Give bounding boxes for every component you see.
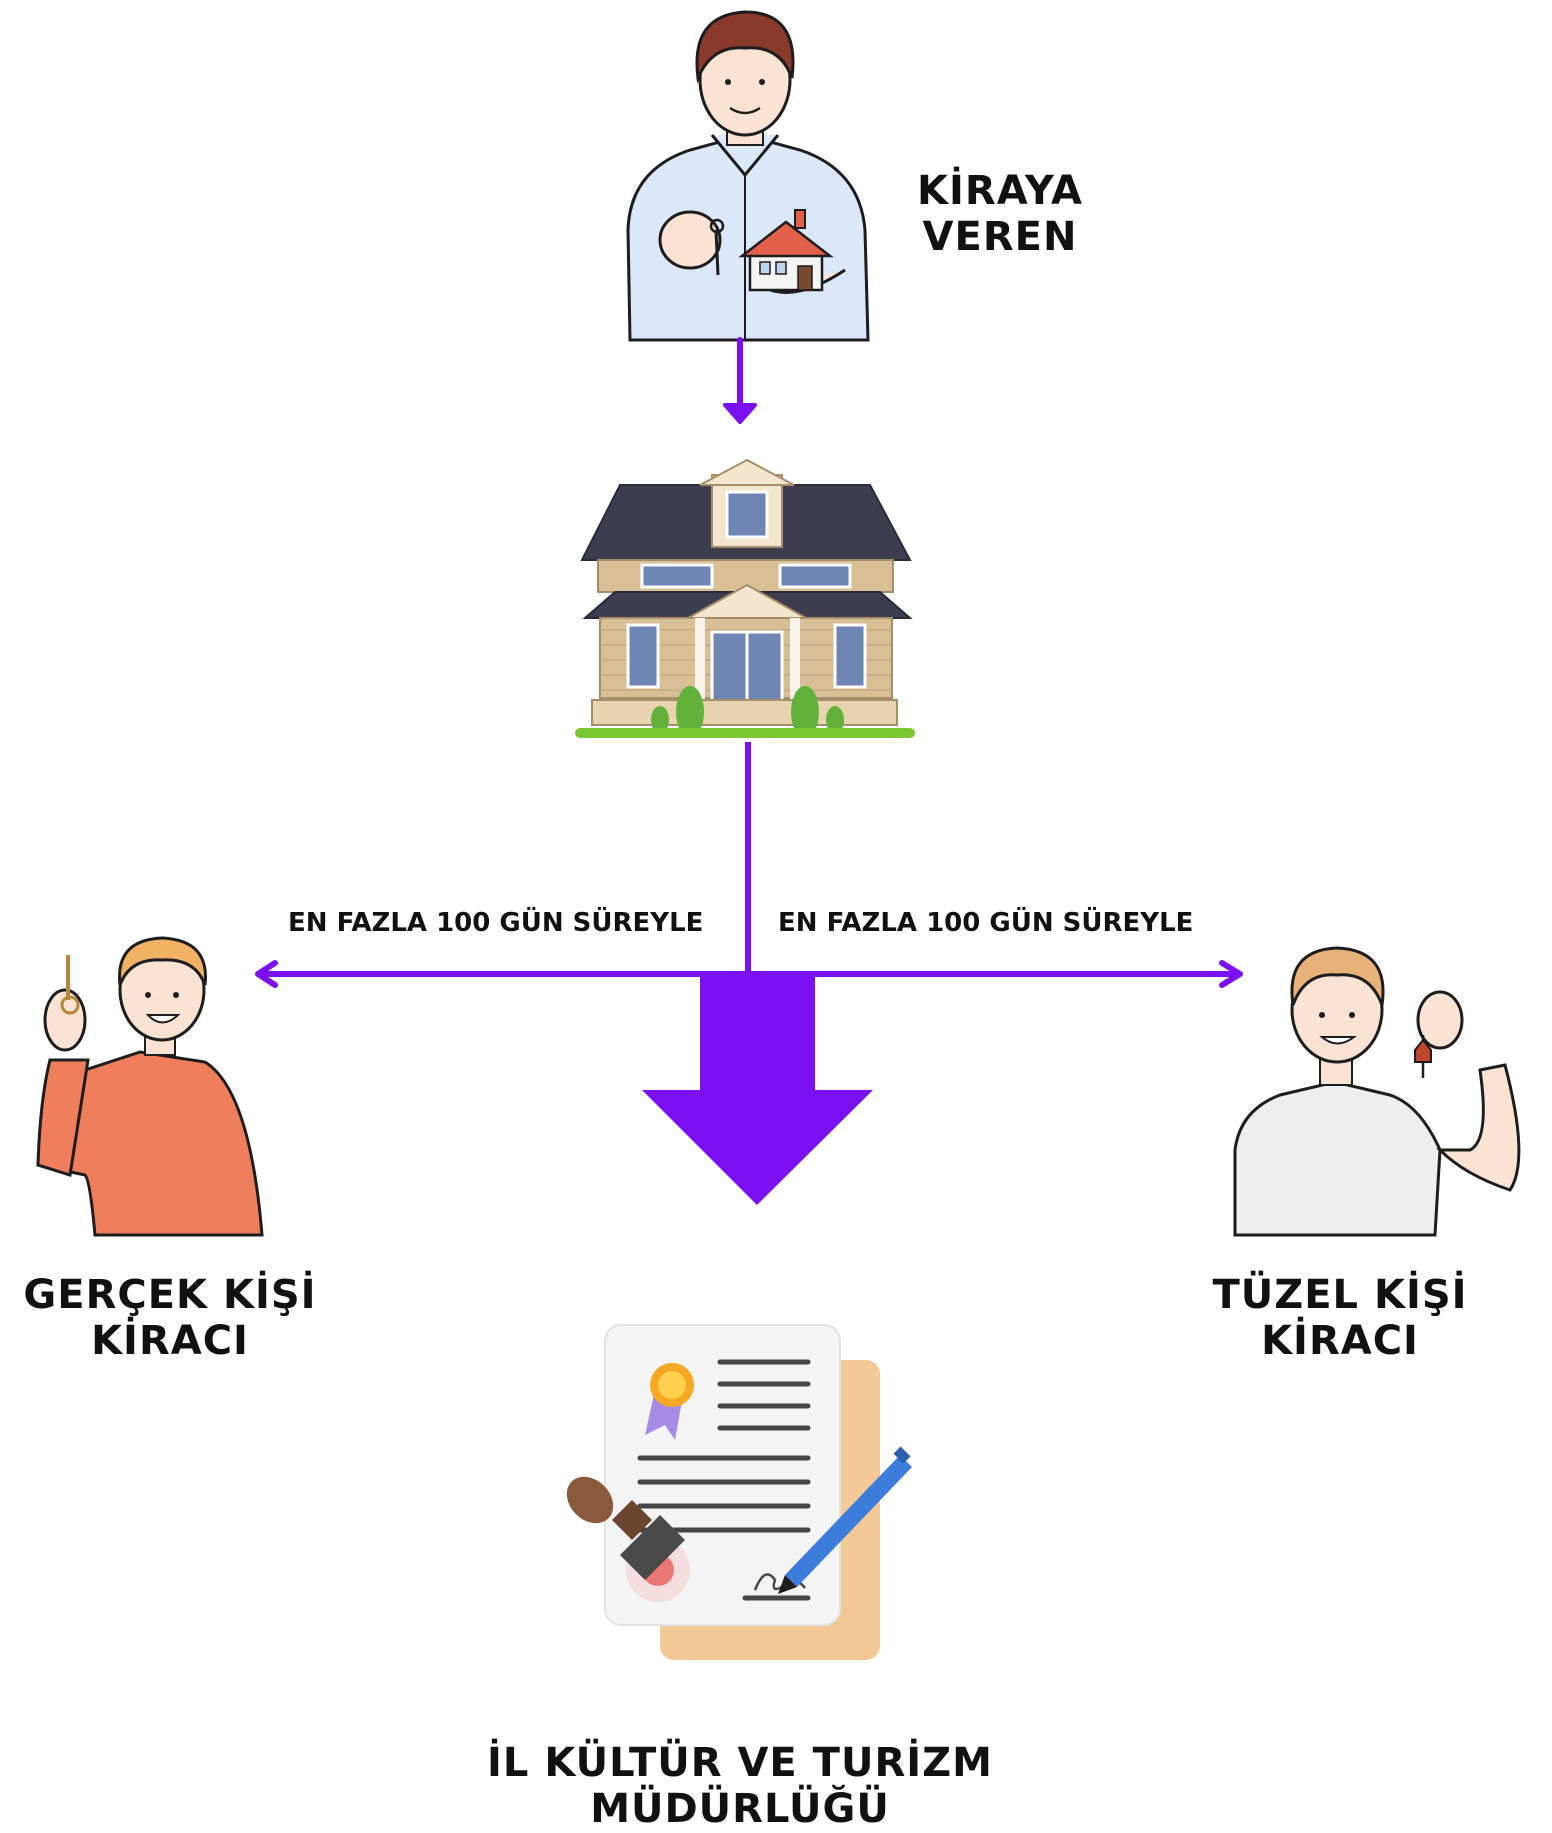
right-edge-label: EN FAZLA 100 GÜN SÜREYLE [778,908,1194,938]
arrow-to-legal-person-tenant [748,960,1243,988]
directorate-line1: İL KÜLTÜR VE TURİZM [487,1740,993,1786]
house-icon [575,458,915,738]
legal-person-tenant-line2: KİRACI [1261,1318,1419,1364]
legal-person-tenant-label: TÜZEL KİŞİ KİRACI [1190,1272,1490,1364]
directorate-label: İL KÜLTÜR VE TURİZM MÜDÜRLÜĞÜ [450,1740,1030,1832]
landlord-label-line2: VEREN [922,214,1078,260]
landlord-label: KİRAYA VEREN [880,168,1120,260]
directorate-line2: MÜDÜRLÜĞÜ [590,1786,890,1832]
legal-person-tenant-line1: TÜZEL KİŞİ [1212,1272,1468,1318]
big-down-arrow [642,976,873,1205]
real-person-tenant-label: GERÇEK KİŞİ KİRACI [10,1272,330,1364]
landlord-label-line1: KİRAYA [917,168,1083,214]
real-tenant-figure-icon [36,936,264,1237]
left-edge-label: EN FAZLA 100 GÜN SÜREYLE [288,908,704,938]
arrow-landlord-to-house [723,337,757,424]
document-icon [566,1324,912,1660]
landlord-figure-icon [626,10,870,342]
real-person-tenant-line1: GERÇEK KİŞİ [23,1272,317,1318]
arrow-to-real-person-tenant [255,960,748,988]
real-person-tenant-line2: KİRACI [91,1318,249,1364]
legal-tenant-figure-icon [1233,946,1521,1237]
